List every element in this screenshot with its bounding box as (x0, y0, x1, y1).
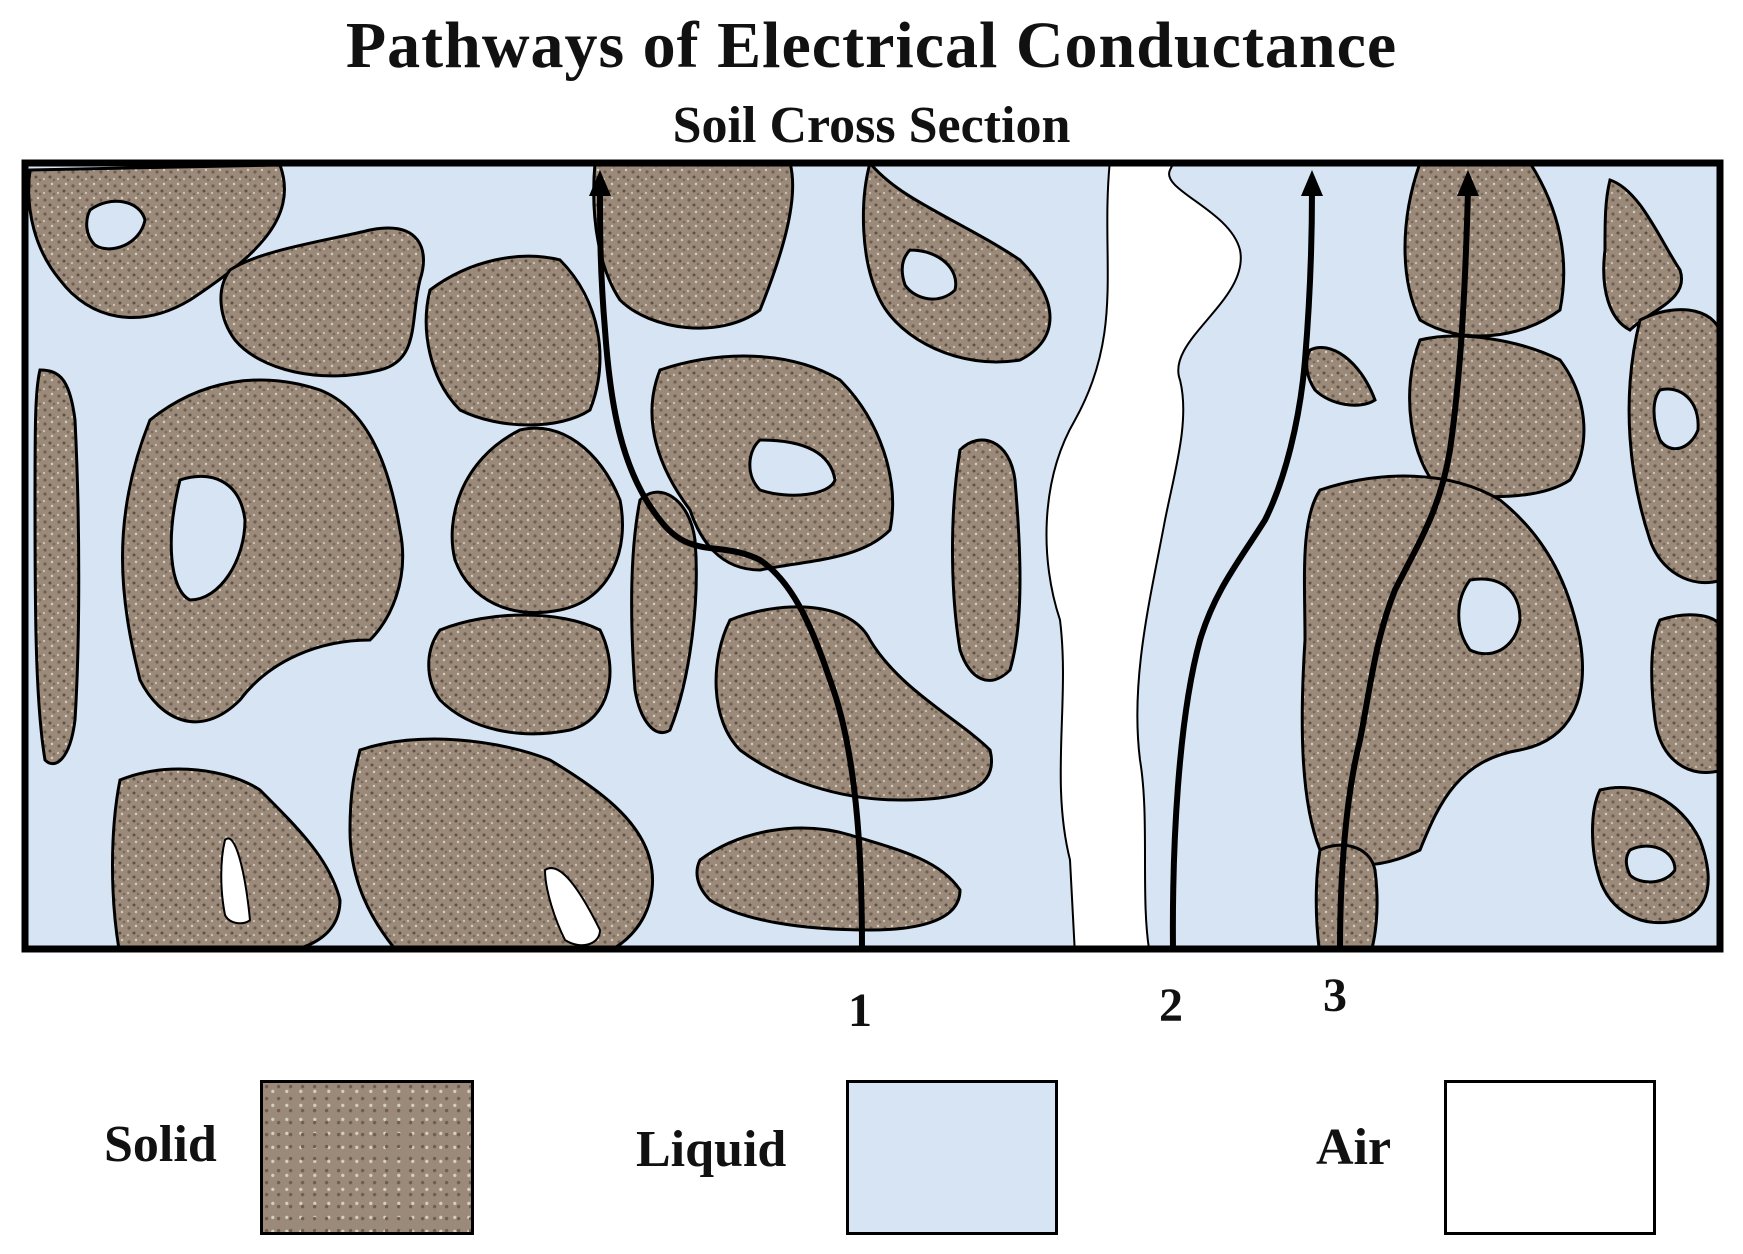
diagram-subtitle: Soil Cross Section (672, 97, 1071, 154)
solid-particle (219, 226, 425, 378)
air-pocket (543, 867, 602, 947)
air-pocket (220, 837, 252, 925)
solid-particle (592, 163, 795, 330)
solid-particle (427, 613, 612, 736)
solid-particle (1602, 178, 1684, 332)
legend-solid-label: Solid (104, 1116, 217, 1173)
legend-liquid-swatch (846, 1080, 1058, 1235)
pathway-2-line (1169, 187, 1315, 949)
pore-liquid (748, 438, 837, 497)
pathway-1-arrowhead (589, 170, 611, 196)
solid-particle (861, 163, 1052, 364)
pathway-2-arrowhead (1301, 170, 1323, 196)
solid-particle (1300, 474, 1584, 867)
legend-solid-swatch (260, 1080, 474, 1235)
pore-liquid (900, 248, 958, 301)
solid-particle (33, 368, 81, 766)
solid-particle (630, 490, 698, 734)
solid-particle (424, 254, 602, 427)
legend-air-swatch (1444, 1080, 1656, 1235)
diagram-title: Pathways of Electrical Conductance (345, 9, 1398, 82)
solid-particle (951, 438, 1022, 682)
solid-particle (27, 163, 286, 319)
pathway-3-label: 3 (1323, 969, 1347, 1022)
pathway-2-label: 2 (1159, 979, 1183, 1032)
solid-particle (1403, 163, 1566, 338)
solid-particle (1314, 843, 1379, 949)
pore-liquid (169, 474, 247, 602)
solid-particle (695, 826, 962, 932)
pore-liquid (1457, 577, 1522, 656)
pathway-3-line (1337, 187, 1471, 949)
pathway-1-line (597, 187, 865, 949)
solid-particle (714, 605, 993, 802)
solid-particle (1408, 334, 1586, 499)
pathway-1-label: 1 (848, 984, 872, 1037)
pore-liquid (85, 199, 147, 251)
air-channel (1045, 163, 1242, 949)
pore-liquid (1624, 844, 1677, 884)
solid-particle (1305, 345, 1377, 407)
solid-particle (121, 378, 405, 724)
legend-liquid-label: Liquid (636, 1121, 787, 1178)
legend-air-label: Air (1316, 1119, 1392, 1176)
solid-particle (450, 426, 624, 615)
cross-section-frame (21, 159, 1724, 953)
solid-particle (1650, 613, 1720, 775)
pathway-3-arrowhead (1457, 170, 1479, 196)
pore-liquid (1652, 387, 1700, 451)
